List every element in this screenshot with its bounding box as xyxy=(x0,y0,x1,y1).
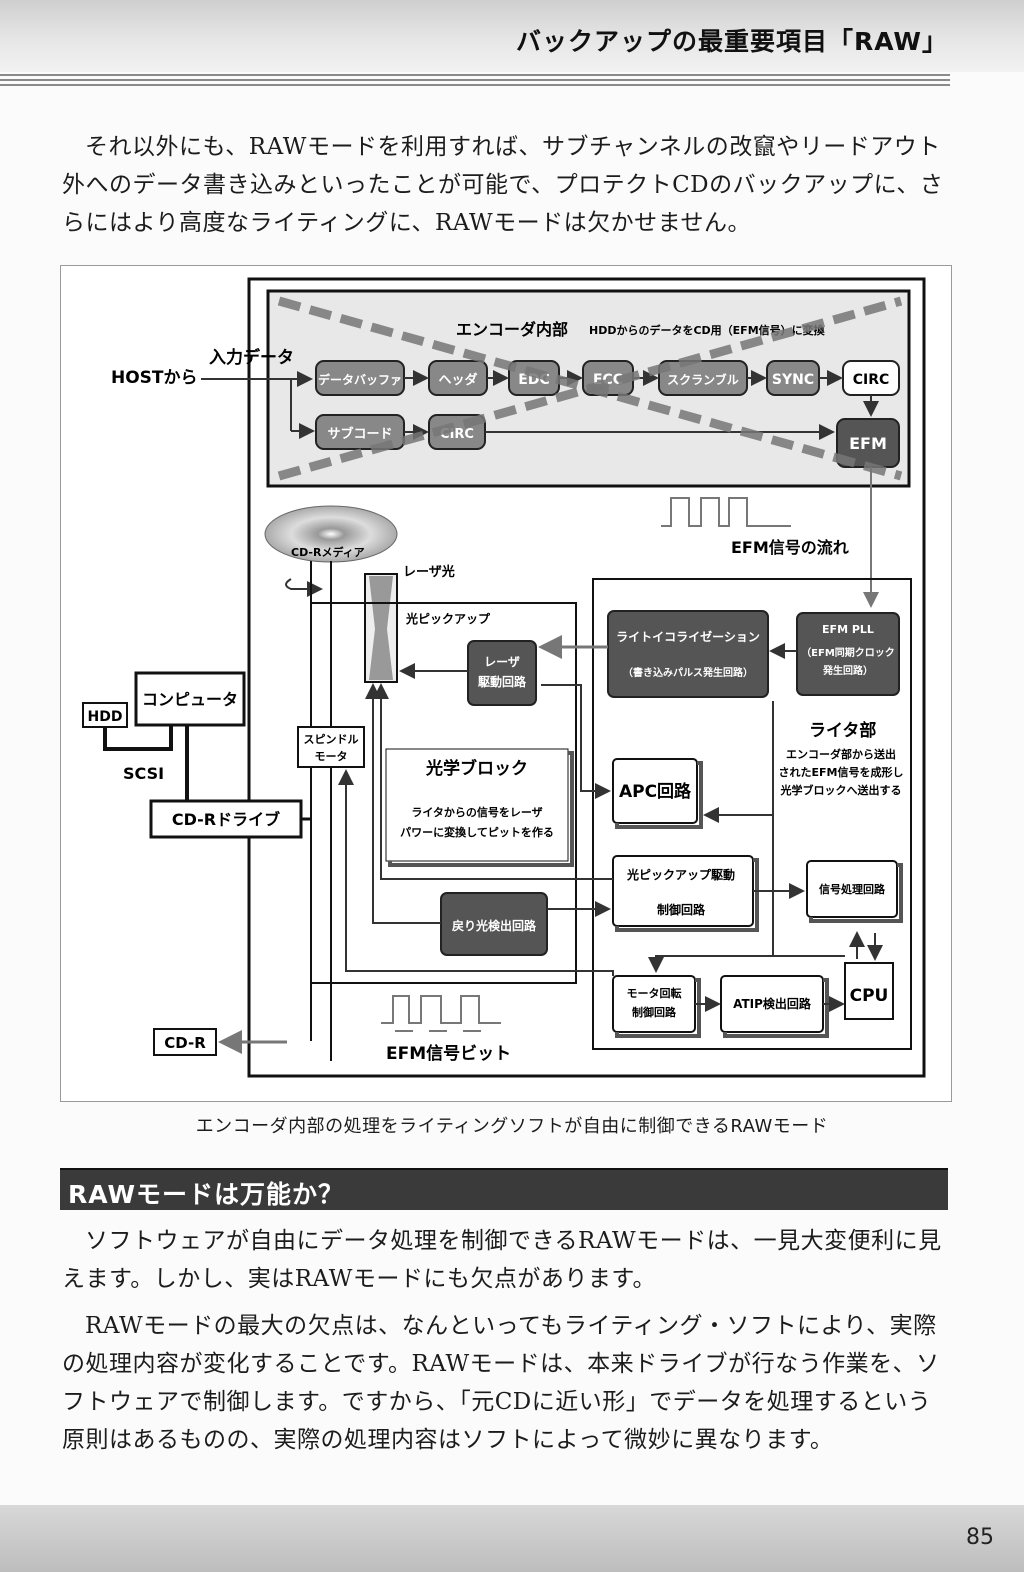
efm-pll-l2: （EFM同期クロック xyxy=(801,646,895,659)
cdr-output-box: CD-R xyxy=(164,1034,206,1052)
optical-block-title: 光学ブロック xyxy=(425,758,528,779)
computer-box: コンピュータ xyxy=(142,690,238,709)
atip-box: ATIP検出回路 xyxy=(733,996,812,1011)
block-scramble: スクランブル xyxy=(667,372,739,387)
spindle-l2: モータ xyxy=(315,750,348,763)
page-header: バックアップの最重要項目「RAW」 xyxy=(0,0,1024,72)
write-pulse-label: （書き込みパルス発生回路） xyxy=(623,666,753,679)
page-footer: 85 xyxy=(0,1505,1024,1572)
pickup-label: 光ピックアップ xyxy=(405,611,491,626)
optical-desc-2: パワーに変換してピットを作る xyxy=(400,825,554,839)
encoder-subtitle: HDDからのデータをCD用（EFM信号）に変換 xyxy=(589,323,826,337)
writer-section-title: ライタ部 xyxy=(809,720,876,741)
figure-diagram: エンコーダ内部 HDDからのデータをCD用（EFM信号）に変換 HOSTから 入… xyxy=(60,265,952,1102)
efm-pll-l1: EFM PLL xyxy=(822,623,874,636)
paragraph-intro: それ以外にも、RAWモードを利用すれば、サブチャンネルの改竄やリードアウト外への… xyxy=(62,134,944,236)
encoder-title: エンコーダ内部 xyxy=(456,320,568,339)
cpu-box: CPU xyxy=(850,986,889,1006)
section-heading-bar: RAWモードは万能か？ xyxy=(60,1168,948,1210)
apc-box: APC回路 xyxy=(619,781,692,802)
cdr-media-label: CD-Rメディア xyxy=(291,545,365,559)
optical-desc-1: ライタからの信号をレーザ xyxy=(411,805,542,819)
efm-bits-label: EFM信号ビット xyxy=(386,1043,511,1064)
efm-pll-l3: 発生回路） xyxy=(822,664,873,677)
paragraph-3: RAWモードの最大の欠点は、なんといってもライティング・ソフトにより、実際の処理… xyxy=(62,1313,940,1453)
block-efm: EFM xyxy=(849,434,887,453)
cdr-drive-box: CD-Rドライブ xyxy=(172,810,280,829)
motor-ctrl-l1: モータ回転 xyxy=(627,986,682,1000)
efm-flow-label: EFM信号の流れ xyxy=(731,538,849,557)
pipeline-blocks: データバッファ ヘッダ EDC ECC スクランブル SYNC CIRC サブコ… xyxy=(315,360,900,468)
writer-desc-1: エンコーダ部から送出 xyxy=(786,747,896,761)
return-light-box: 戻り光検出回路 xyxy=(452,918,537,933)
block-buffer: データバッファ xyxy=(318,372,402,387)
drive-frame xyxy=(247,277,926,1078)
laser-light-label: レーザ光 xyxy=(403,564,455,580)
header-rules xyxy=(0,74,950,89)
laser-drive-l2: 駆動回路 xyxy=(478,674,527,689)
laser-drive-l1: レーザ xyxy=(484,655,520,669)
hdd-box: HDD xyxy=(88,709,123,725)
host-label: HOSTから xyxy=(111,368,198,388)
input-data-label: 入力データ xyxy=(209,347,294,368)
spindle-l1: スピンドル xyxy=(304,733,359,746)
block-header: ヘッダ xyxy=(438,372,477,388)
running-title: バックアップの最重要項目「RAW」 xyxy=(515,27,948,56)
block-circ: CIRC xyxy=(853,372,890,388)
paragraph-2: ソフトウェアが自由にデータ処理を制御できるRAWモードは、一見大変便利に見えます… xyxy=(62,1228,942,1292)
write-eq-label: ライトイコライゼーション xyxy=(616,629,760,644)
page-number: 85 xyxy=(966,1525,994,1550)
motor-ctrl-l2: 制御回路 xyxy=(632,1005,677,1019)
pickup-drive-l2: 制御回路 xyxy=(657,902,706,917)
writer-desc-2: されたEFM信号を成形し xyxy=(779,765,904,779)
section-heading: RAWモードは万能か？ xyxy=(68,1180,345,1209)
figure-caption: エンコーダ内部の処理をライティングソフトが自由に制御できるRAWモード xyxy=(195,1116,829,1137)
writer-desc-3: 光学ブロックへ送出する xyxy=(780,783,902,797)
pickup-drive-l1: 光ピックアップ駆動 xyxy=(626,867,735,882)
block-subcode: サブコード xyxy=(327,426,392,442)
signal-proc-box: 信号処理回路 xyxy=(819,882,886,896)
scsi-label: SCSI xyxy=(123,764,164,783)
block-sync: SYNC xyxy=(772,372,814,388)
writer-frame xyxy=(592,578,912,1050)
